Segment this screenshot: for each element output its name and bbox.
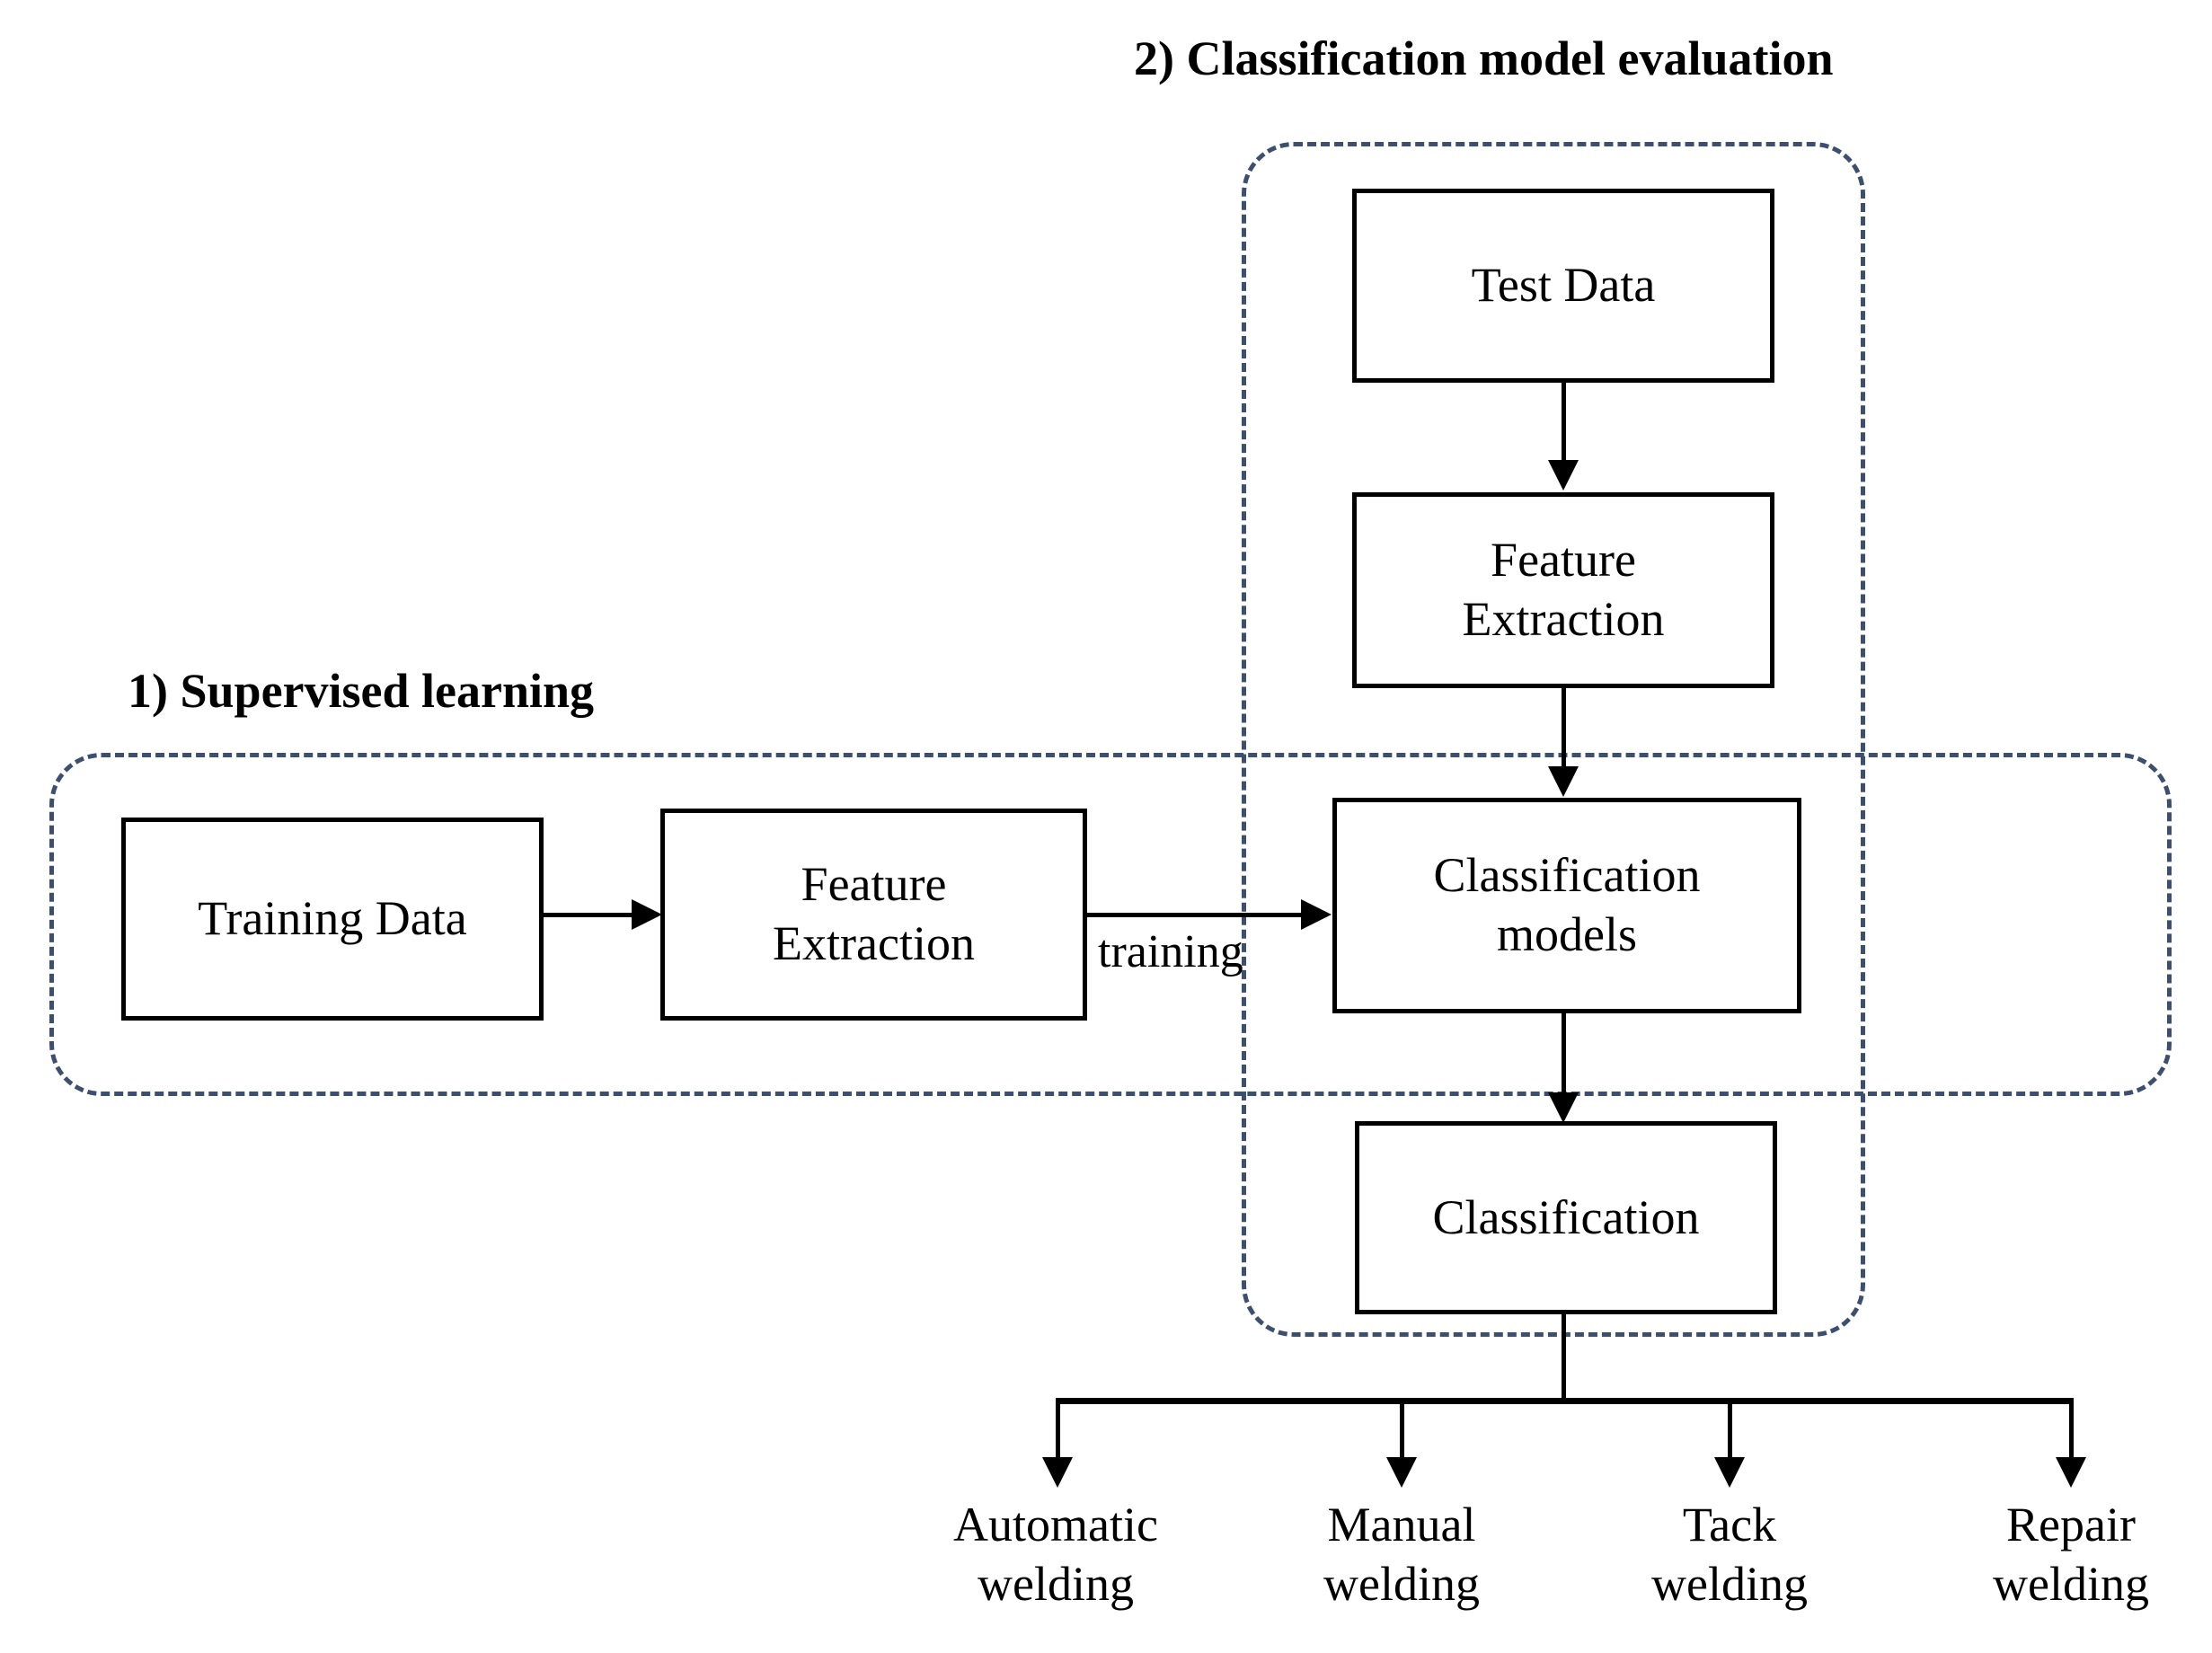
arrowhead-repair-welding bbox=[2056, 1457, 2086, 1488]
edge-feature-extraction-to-classification-models-training bbox=[1087, 913, 1303, 917]
edge-classification-models-to-classification bbox=[1562, 1013, 1566, 1096]
arrowhead-training-data-to-feature-extraction bbox=[632, 899, 662, 930]
node-test-data[interactable]: Test Data bbox=[1352, 189, 1774, 383]
output-automatic-line2: welding bbox=[978, 1556, 1134, 1611]
feature-extraction-train-line1: Feature bbox=[801, 857, 947, 912]
feature-extraction-train-line2: Extraction bbox=[773, 916, 975, 970]
output-repair-line1: Repair bbox=[2006, 1498, 2136, 1551]
edge-bus-to-tack-welding bbox=[1728, 1398, 1732, 1461]
arrowhead-tack-welding bbox=[1714, 1457, 1745, 1488]
node-classification[interactable]: Classification bbox=[1355, 1121, 1777, 1314]
node-classification-models[interactable]: Classification models bbox=[1332, 798, 1801, 1013]
edge-label-training: training bbox=[1098, 926, 1243, 977]
arrowhead-test-data-to-feature-extraction bbox=[1548, 460, 1579, 491]
classification-evaluation-region bbox=[1242, 142, 1865, 1337]
output-manual-line2: welding bbox=[1323, 1556, 1480, 1611]
arrowhead-manual-welding bbox=[1386, 1457, 1417, 1488]
output-label-tack-welding: Tack welding bbox=[1595, 1496, 1864, 1614]
edge-bus-to-automatic-welding bbox=[1056, 1398, 1060, 1461]
edge-test-data-to-feature-extraction bbox=[1562, 383, 1566, 462]
output-tack-line1: Tack bbox=[1682, 1498, 1777, 1551]
output-bus-bar bbox=[1056, 1398, 2074, 1404]
output-label-manual-welding: Manual welding bbox=[1267, 1496, 1536, 1614]
node-feature-extraction-test-label: Feature Extraction bbox=[1463, 531, 1665, 650]
edge-training-data-to-feature-extraction bbox=[544, 913, 633, 917]
feature-extraction-test-line1: Feature bbox=[1491, 533, 1636, 588]
edge-bus-to-repair-welding bbox=[2069, 1398, 2074, 1461]
node-feature-extraction-train[interactable]: Feature Extraction bbox=[660, 809, 1087, 1021]
arrowhead-classification-models-to-classification bbox=[1548, 1092, 1579, 1123]
arrowhead-feature-extraction-to-classification-models bbox=[1548, 766, 1579, 797]
evaluation-section-title: 2) Classification model evaluation bbox=[1134, 31, 1834, 85]
node-classification-models-label: Classification models bbox=[1434, 846, 1701, 965]
node-training-data-label: Training Data bbox=[198, 891, 467, 946]
node-feature-extraction-train-label: Feature Extraction bbox=[773, 855, 975, 974]
edge-classification-to-output-bus bbox=[1562, 1314, 1566, 1401]
output-automatic-line1: Automatic bbox=[953, 1498, 1158, 1551]
output-repair-line2: welding bbox=[1993, 1556, 2149, 1611]
supervised-section-title: 1) Supervised learning bbox=[128, 664, 595, 718]
node-training-data[interactable]: Training Data bbox=[121, 818, 544, 1021]
node-feature-extraction-test[interactable]: Feature Extraction bbox=[1352, 492, 1774, 688]
feature-extraction-test-line2: Extraction bbox=[1462, 592, 1665, 646]
output-tack-line2: welding bbox=[1651, 1556, 1808, 1611]
edge-feature-extraction-to-classification-models bbox=[1562, 688, 1566, 769]
edge-bus-to-manual-welding bbox=[1400, 1398, 1404, 1461]
output-label-repair-welding: Repair welding bbox=[1936, 1496, 2206, 1614]
node-classification-label: Classification bbox=[1432, 1189, 1700, 1244]
arrowhead-automatic-welding bbox=[1042, 1457, 1073, 1488]
supervised-learning-region bbox=[49, 753, 2172, 1096]
arrowhead-training-to-classification-models bbox=[1301, 899, 1332, 930]
node-test-data-label: Test Data bbox=[1471, 258, 1656, 313]
classification-models-line1: Classification bbox=[1433, 848, 1701, 903]
output-label-automatic-welding: Automatic welding bbox=[921, 1496, 1190, 1614]
output-manual-line1: Manual bbox=[1327, 1498, 1476, 1551]
classification-models-line2: models bbox=[1496, 907, 1637, 961]
